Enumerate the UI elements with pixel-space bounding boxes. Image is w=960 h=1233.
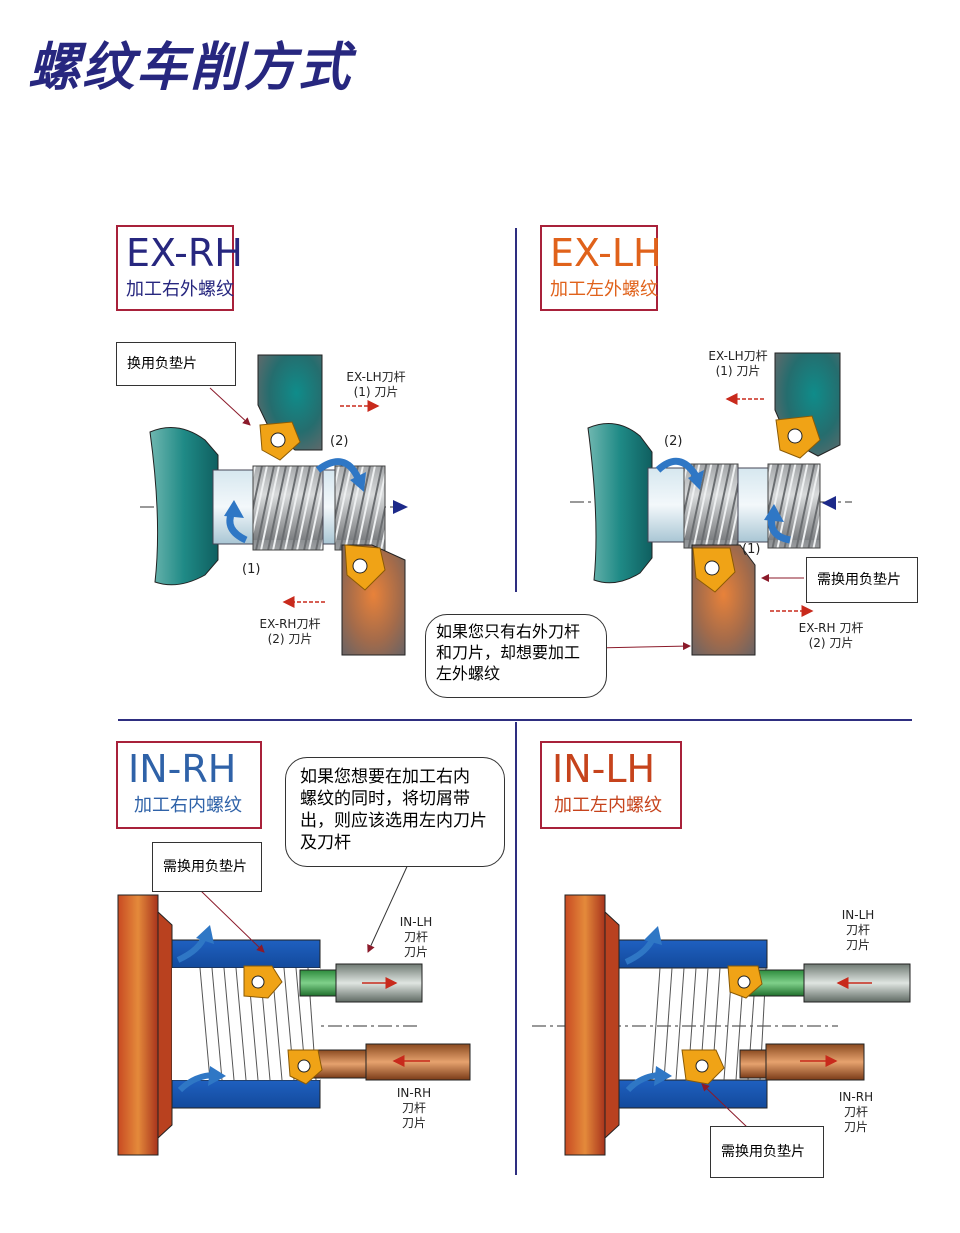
in-rh-tool-bottom-label: IN-RH 刀杆 刀片 [396,1086,432,1130]
ex-rh-subtitle: 加工右外螺纹 [126,279,234,300]
in-lh-code: IN-LH [552,747,656,791]
ex-lh-code: EX-LH [550,231,662,275]
in-lh-illustration [532,894,911,1156]
in-rh-code: IN-RH [128,747,237,791]
ex-lh-title-box: EX-LH 加工左外螺纹 [540,225,662,311]
ex-rh-illustration [140,354,408,656]
ex-lh-tool2-label: EX-RH 刀杆 (2) 刀片 [798,621,864,650]
in-lh-tool-bottom-label: IN-RH 刀杆 刀片 [838,1090,874,1134]
in-lh-subtitle: 加工左内螺纹 [554,795,662,816]
ex-rh-step1: (1) [242,562,261,577]
in-lh-title-box: IN-LH 加工左内螺纹 [540,741,682,829]
ex-lh-subtitle: 加工左外螺纹 [550,279,658,300]
in-rh-subtitle: 加工右内螺纹 [134,795,242,816]
ex-lh-step2: (2) [664,434,683,449]
in-rh-illustration [117,859,471,1156]
page-title: 螺纹车削方式 [28,38,353,98]
ex-rh-callout: 换用负垫片 [116,342,236,386]
in-rh-callout: 需换用负垫片 [152,842,262,892]
in-rh-bubble: 如果您想要在加工右内 螺纹的同时，将切屑带 出，则应该选用左内刀片 及刀杆 [285,757,505,867]
ex-rh-tool2-label: EX-RH刀杆 (2) 刀片 [259,617,321,646]
ex-rh-code: EX-RH [126,231,243,275]
ex-lh-step1: (1) [742,542,761,557]
ex-lh-bubble: 如果您只有右外刀杆 和刀片，却想要加工 左外螺纹 [425,614,607,698]
ex-rh-step2: (2) [330,434,349,449]
in-rh-title-box: IN-RH 加工右内螺纹 [116,741,262,829]
ex-rh-tool1-label: EX-LH刀杆 (1) 刀片 [346,370,406,399]
ex-lh-illustration [570,352,852,656]
ex-lh-tool1-label: EX-LH刀杆 (1) 刀片 [708,349,768,378]
ex-rh-title-box: EX-RH 加工右外螺纹 [116,225,243,311]
in-lh-tool-top-label: IN-LH 刀杆 刀片 [841,908,875,952]
in-lh-callout: 需换用负垫片 [710,1126,824,1178]
ex-lh-callout: 需换用负垫片 [806,557,918,603]
in-rh-tool-top-label: IN-LH 刀杆 刀片 [399,915,433,959]
